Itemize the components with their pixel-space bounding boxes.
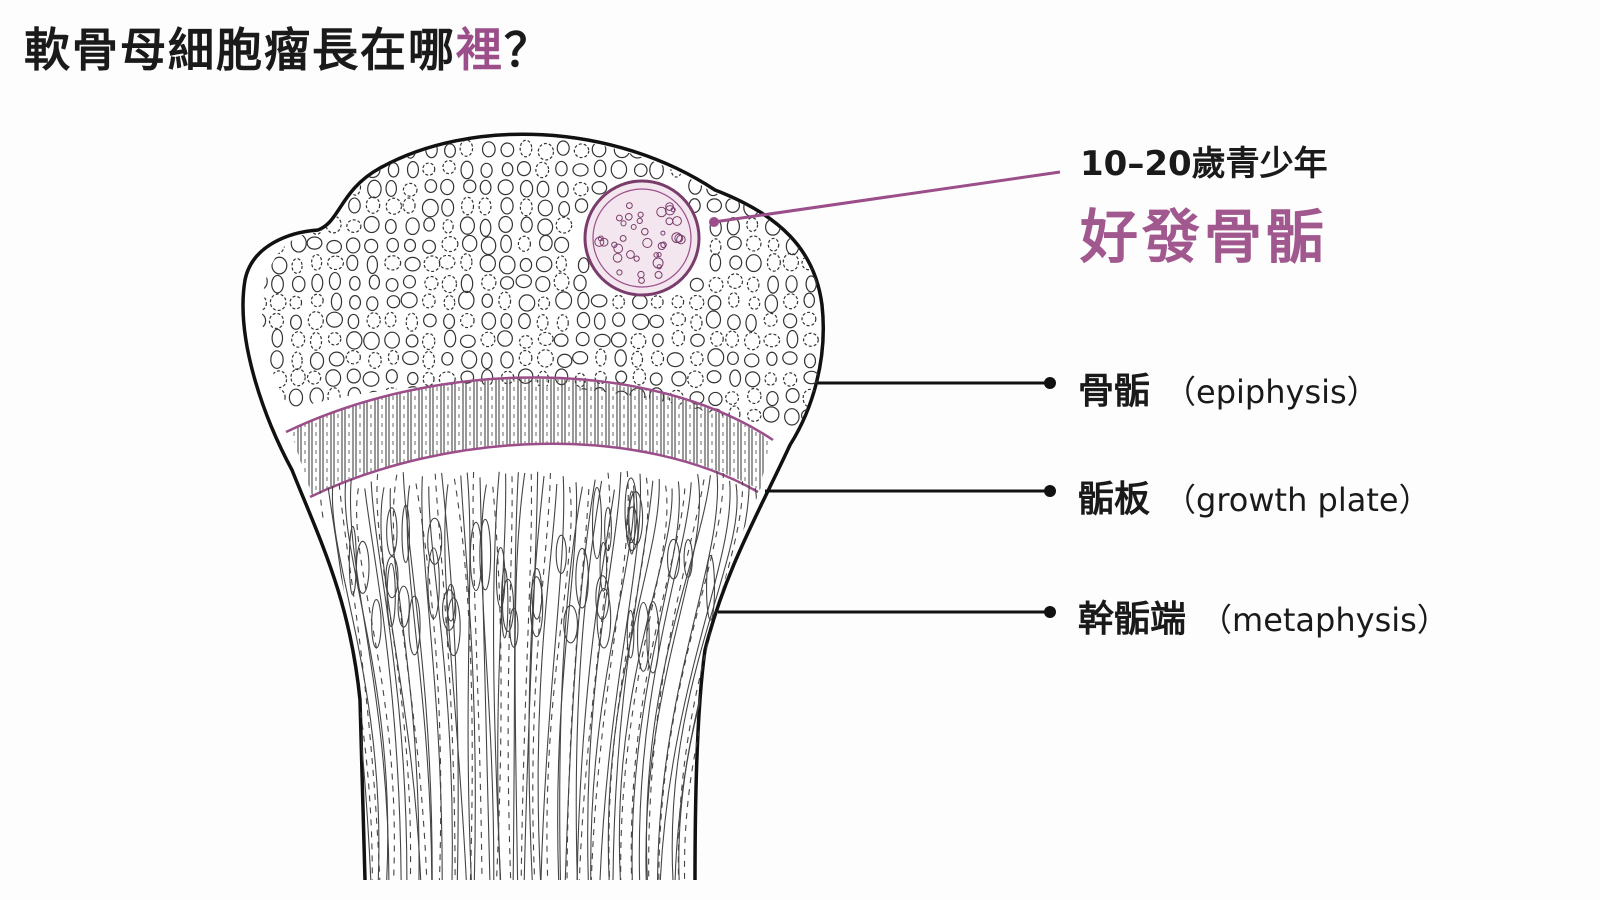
title-accent: 裡 [456,23,504,77]
label-growth-plate: 骺板 （growth plate） [1078,470,1431,522]
title-main: 軟骨母細胞瘤長在哪 [24,23,456,77]
growth-plate-bottom-line [309,442,759,499]
label-metaphysis-en: （metaphysis） [1200,601,1449,639]
tumor-nodule [583,179,701,297]
bone-outline [241,132,826,881]
growth-plate-top-line [285,376,774,442]
label-epiphysis: 骨骺 （epiphysis） [1078,362,1379,414]
label-growth-plate-zh: 骺板 [1078,479,1151,520]
label-epiphysis-zh: 骨骺 [1078,371,1151,412]
page-title: 軟骨母細胞瘤長在哪裡？ [24,14,552,80]
label-metaphysis: 幹骺端 （metaphysis） [1078,590,1449,642]
title-end: ？ [504,23,552,77]
leader-growth-plate-dot [1044,485,1056,497]
label-metaphysis-zh: 幹骺端 [1078,599,1187,640]
metaphysis-trabeculae [319,470,760,880]
label-epiphysis-en: （epiphysis） [1164,373,1379,411]
leader-epiphysis-dot [1044,377,1056,389]
callout-line [713,170,1061,224]
label-growth-plate-en: （growth plate） [1164,481,1431,519]
callout-dot [709,217,719,227]
callout-age-text: 10–20歲青少年 [1080,144,1328,184]
leader-metaphysis-dot [1044,606,1056,618]
callout-headline: 好發骨骺 [1080,203,1329,271]
